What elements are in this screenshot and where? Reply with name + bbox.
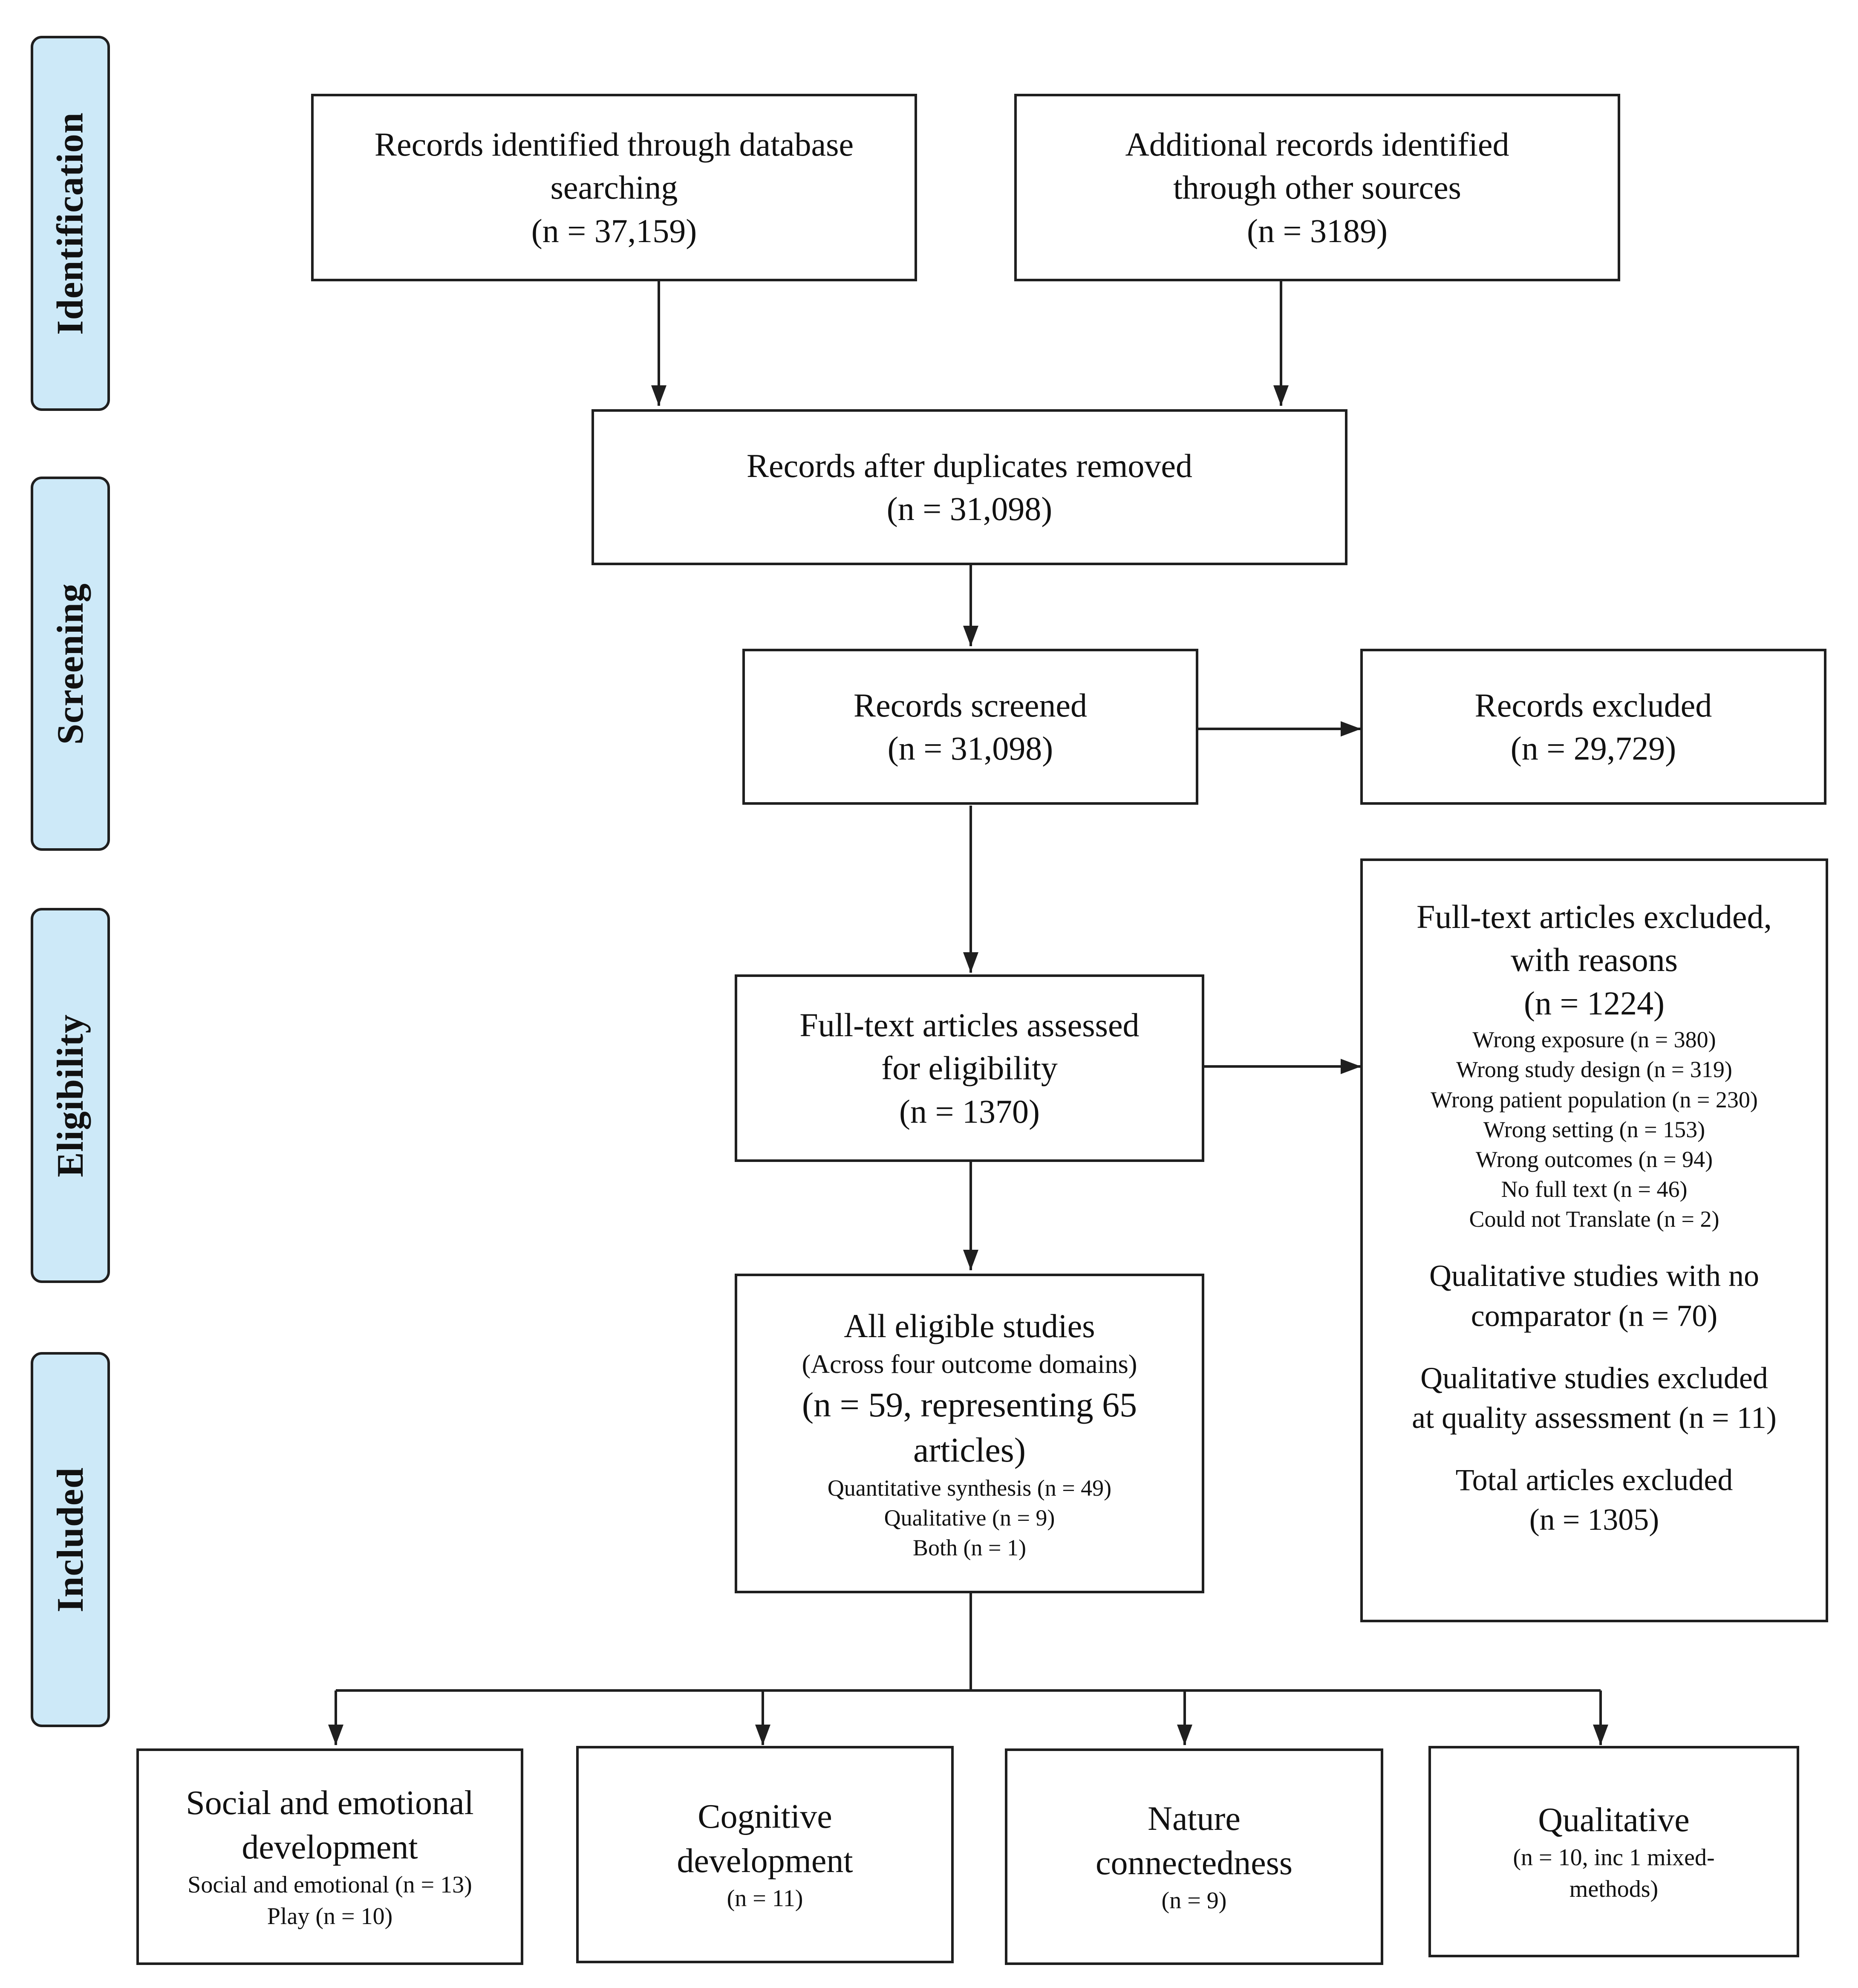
eligible-label: All eligible studies — [844, 1307, 1095, 1344]
duplicates-label: Records after duplicates removed — [746, 447, 1193, 484]
box-social-emotional: Social and emotional development Social … — [136, 1748, 523, 1965]
ft-excluded-line2: with reasons — [1510, 941, 1678, 979]
box-nature-connectedness: Nature connectedness (n = 9) — [1005, 1748, 1383, 1965]
eligible-quantitative: Quantitative synthesis (n = 49) — [827, 1475, 1112, 1501]
database-count: (n = 37,159) — [531, 212, 697, 249]
phase-identification: Identification — [31, 36, 110, 411]
box-full-text-assessed: Full-text articles assessed for eligibil… — [735, 974, 1204, 1162]
cognitive-line2: development — [677, 1842, 853, 1880]
box-records-screened: Records screened (n = 31,098) — [742, 649, 1198, 805]
reason-wrong-setting: Wrong setting (n = 153) — [1483, 1116, 1705, 1142]
eligible-both: Both (n = 1) — [913, 1535, 1026, 1561]
qualitative-detail2: methods) — [1569, 1876, 1659, 1902]
duplicates-count: (n = 31,098) — [886, 490, 1053, 527]
box-database-records: Records identified through database sear… — [311, 94, 917, 281]
qualitative-line1: Qualitative — [1538, 1801, 1690, 1839]
qual-excluded-line2: at quality assessment (n = 11) — [1412, 1401, 1777, 1435]
database-line1: Records identified through database — [374, 125, 854, 163]
reason-wrong-outcomes: Wrong outcomes (n = 94) — [1475, 1146, 1713, 1172]
other-sources-line1: Additional records identified — [1125, 125, 1509, 163]
cognitive-line1: Cognitive — [698, 1798, 832, 1836]
qual-excluded-line1: Qualitative studies excluded — [1420, 1361, 1768, 1395]
qualitative-detail1: (n = 10, inc 1 mixed- — [1513, 1844, 1715, 1871]
screened-label: Records screened — [854, 686, 1087, 724]
full-text-line1: Full-text articles assessed — [799, 1006, 1140, 1043]
social-emotional-line1: Social and emotional — [186, 1784, 474, 1822]
qual-no-comparator-line1: Qualitative studies with no — [1429, 1259, 1759, 1293]
eligible-qualitative: Qualitative (n = 9) — [884, 1505, 1055, 1531]
reason-wrong-exposure: Wrong exposure (n = 380) — [1472, 1027, 1716, 1053]
excluded-label: Records excluded — [1474, 686, 1712, 724]
eligible-count-line2: articles) — [913, 1430, 1026, 1470]
other-sources-count: (n = 3189) — [1247, 212, 1388, 249]
qual-no-comparator-line2: comparator (n = 70) — [1471, 1299, 1718, 1333]
box-full-text-excluded: Full-text articles excluded, with reason… — [1360, 858, 1828, 1622]
reason-wrong-patient-population: Wrong patient population (n = 230) — [1431, 1086, 1758, 1112]
other-sources-line2: through other sources — [1173, 169, 1461, 206]
reason-wrong-study-design: Wrong study design (n = 319) — [1456, 1057, 1732, 1083]
nature-detail1: (n = 9) — [1161, 1887, 1227, 1914]
full-text-line2: for eligibility — [881, 1049, 1058, 1087]
full-text-count: (n = 1370) — [899, 1092, 1040, 1130]
total-excluded-count: (n = 1305) — [1529, 1503, 1659, 1537]
phase-screening: Screening — [31, 477, 110, 851]
screened-count: (n = 31,098) — [887, 730, 1053, 767]
box-cognitive: Cognitive development (n = 11) — [576, 1746, 954, 1963]
excluded-count: (n = 29,729) — [1510, 730, 1676, 767]
cognitive-detail1: (n = 11) — [727, 1885, 803, 1912]
social-emotional-detail2: Play (n = 10) — [267, 1903, 393, 1930]
social-emotional-line2: development — [242, 1829, 418, 1867]
eligible-count-line1: (n = 59, representing 65 — [802, 1385, 1137, 1424]
total-excluded-label: Total articles excluded — [1455, 1462, 1733, 1497]
phase-included: Included — [31, 1352, 110, 1727]
nature-line2: connectedness — [1095, 1844, 1293, 1882]
box-all-eligible-studies: All eligible studies (Across four outcom… — [735, 1274, 1204, 1593]
ft-excluded-line1: Full-text articles excluded, — [1417, 898, 1772, 935]
reason-could-not-translate: Could not Translate (n = 2) — [1469, 1206, 1720, 1232]
nature-line1: Nature — [1148, 1800, 1241, 1838]
database-line2: searching — [550, 169, 678, 206]
reason-no-full-text: No full text (n = 46) — [1501, 1176, 1688, 1202]
box-duplicates-removed: Records after duplicates removed (n = 31… — [591, 409, 1347, 565]
social-emotional-detail1: Social and emotional (n = 13) — [188, 1872, 472, 1898]
box-other-sources: Additional records identified through ot… — [1014, 94, 1620, 281]
box-qualitative: Qualitative (n = 10, inc 1 mixed- method… — [1428, 1746, 1799, 1957]
box-records-excluded: Records excluded (n = 29,729) — [1360, 649, 1826, 805]
phase-eligibility: Eligibility — [31, 908, 110, 1283]
eligible-sublabel: (Across four outcome domains) — [802, 1349, 1137, 1379]
ft-excluded-count: (n = 1224) — [1524, 984, 1665, 1022]
